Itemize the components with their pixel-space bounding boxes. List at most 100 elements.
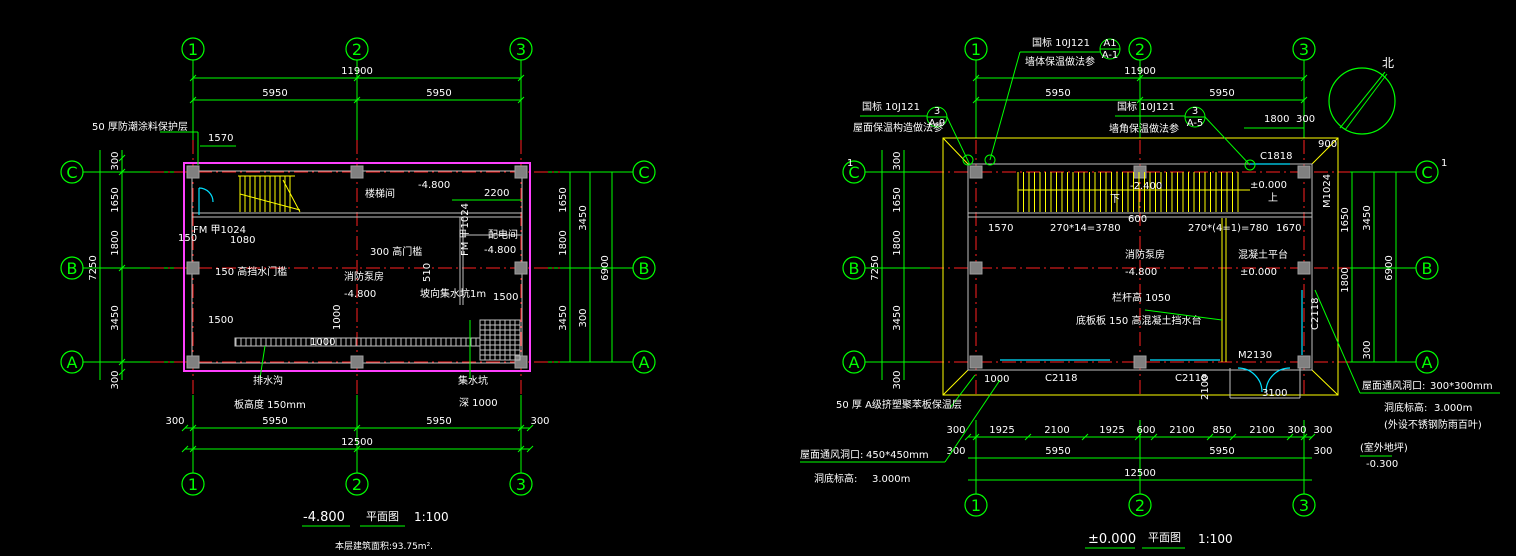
ref-target (962, 154, 974, 166)
column (1297, 355, 1311, 369)
dim-left: 3450 (110, 305, 121, 330)
dim-tick (118, 358, 126, 366)
ref-bubble-bot: A-5 (1187, 118, 1204, 129)
dim: 2100 (1200, 375, 1211, 400)
leader (1144, 309, 1223, 321)
left-axis-right-B-label: B (639, 259, 650, 278)
slope-label: 坡向集水坑 (420, 287, 470, 300)
leader (1204, 116, 1251, 166)
hole2-size: 300*300mm (1430, 381, 1493, 392)
right-axis-left-C-label: C (848, 163, 859, 182)
column (350, 165, 364, 179)
dim: 1500 (208, 315, 233, 326)
stair-arrow (282, 179, 301, 213)
roof-hip (942, 137, 969, 165)
dim-edge: 300 (165, 416, 184, 427)
right-title-scale: 1:100 (1198, 532, 1233, 546)
dim: 3100 (1262, 388, 1287, 399)
ref-bubble-top: 3 (1192, 106, 1198, 117)
left-title-elev: -4.800 (303, 510, 345, 525)
column (186, 165, 200, 179)
dim-edge: 300 (946, 425, 965, 436)
drain-label: 排水沟 (253, 374, 283, 387)
column (186, 261, 200, 275)
hole2-elev: 3.000m (1434, 403, 1472, 414)
dim-tick (1024, 433, 1032, 441)
dim-left: 3450 (892, 305, 903, 330)
hole2-label: 屋面通风洞口: (1362, 380, 1425, 392)
dim: 1080 (230, 235, 255, 246)
dim-right: 1800 (558, 230, 569, 255)
pit-label: 集水坑 (458, 374, 488, 387)
window-c2118b: C2118 (1175, 373, 1207, 384)
dim-left: 1650 (110, 187, 121, 212)
floor-label: 板高度 150mm (234, 398, 306, 411)
right-axis-bottom-1-label: 1 (971, 496, 981, 515)
dim-top-2: 5950 (1209, 88, 1234, 99)
dim-tick (181, 445, 189, 453)
room-elev: -4.800 (344, 289, 376, 300)
dim: 150 (178, 233, 197, 244)
left-axis-top-3-label: 3 (516, 40, 526, 59)
outdoor-label: (室外地坪) (1360, 441, 1408, 454)
dim-left: 300 (110, 151, 121, 170)
column (969, 355, 983, 369)
leader (1314, 289, 1361, 394)
right-axis-top-1-label: 1 (971, 40, 981, 59)
dim-left: 300 (892, 151, 903, 170)
left-axis-top-1-label: 1 (188, 40, 198, 59)
dim-left-total: 7250 (88, 255, 99, 280)
dim: 510 (422, 263, 433, 282)
ref1: 国标 10J121 (1032, 37, 1090, 49)
dim: 1000 (984, 374, 1009, 385)
hole1-size: 450*450mm (866, 450, 929, 461)
column (514, 261, 528, 275)
stair-elev2: ±0.000 (1250, 180, 1287, 191)
roof-hip (1311, 369, 1339, 396)
dim-bottom-2: 5950 (426, 416, 451, 427)
stair-elev: -4.800 (418, 180, 450, 191)
dim: 1000 (332, 305, 343, 330)
dim: 1570 (988, 223, 1013, 234)
dim-right: 3450 (578, 205, 589, 230)
door-m1024: M1024 (1322, 174, 1333, 208)
right-axis-bottom-3-label: 3 (1299, 496, 1309, 515)
left-axis-left-C-label: C (66, 163, 77, 182)
curb-label: 底板板 150 高混凝土挡水台 (1076, 314, 1201, 327)
right-title-elev: ±0.000 (1088, 532, 1136, 547)
left-axis-right-C-label: C (638, 163, 649, 182)
column (1133, 355, 1147, 369)
dim-tick (1300, 74, 1308, 82)
dim-tick (972, 433, 980, 441)
right-axis-bottom-2-label: 2 (1135, 496, 1145, 515)
roof-hip (1311, 137, 1339, 165)
door-swing (1265, 367, 1291, 393)
dim-edge: 300 (946, 446, 965, 457)
platform-elev: ±0.000 (1240, 267, 1277, 278)
ref1-text: 墙体保温做法参 (1025, 55, 1095, 68)
dim-tick (118, 154, 126, 162)
dim-tick (353, 424, 361, 432)
dim-bottom: 600 (1136, 425, 1155, 436)
window-c1818: C1818 (1260, 151, 1292, 162)
ref3: 国标 10J121 (1117, 101, 1175, 113)
dim-bottom: 1925 (1099, 425, 1124, 436)
high-door-label2: 150 高挡水门槛 (215, 265, 287, 278)
hole1-label: 屋面通风洞口: (800, 449, 863, 461)
section-mark: 1 (847, 158, 853, 169)
dim-tick (517, 424, 525, 432)
column (1297, 165, 1311, 179)
window-c2118a: C2118 (1045, 373, 1077, 384)
dim-tick (189, 96, 197, 104)
dim-edge: 300 (1313, 425, 1332, 436)
dim-right: 3450 (1362, 205, 1373, 230)
roof-hip (942, 369, 969, 396)
dim-tick (189, 445, 197, 453)
ref-bubble-bot: A-9 (929, 118, 946, 129)
dim-bottom: 2100 (1044, 425, 1069, 436)
dim: 1500 (493, 292, 518, 303)
dim-tick (181, 424, 189, 432)
dim-tick (526, 445, 534, 453)
railing-label: 栏杆高 1050 (1112, 291, 1171, 304)
column (514, 165, 528, 179)
